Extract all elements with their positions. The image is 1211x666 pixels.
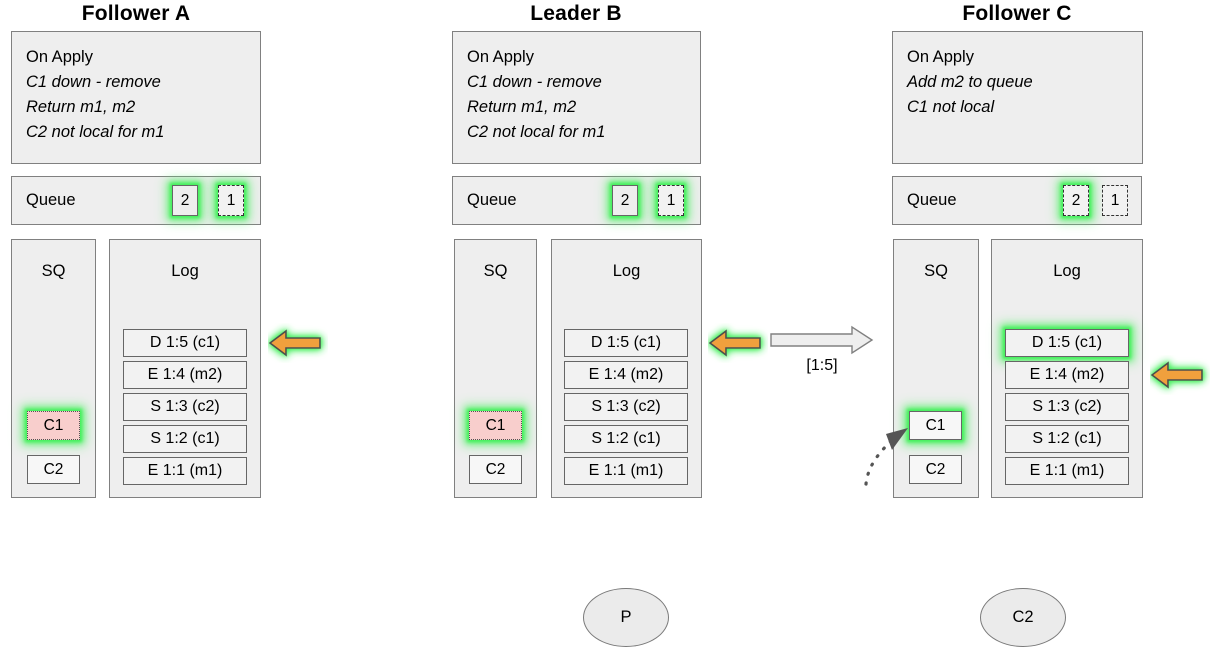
log-entry[interactable]: E 1:4 (m2) xyxy=(123,361,247,389)
queue-box-follower-c: Queue xyxy=(892,176,1142,225)
log-entry[interactable]: S 1:3 (c2) xyxy=(564,393,688,421)
sq-header: SQ xyxy=(483,262,508,280)
log-entry[interactable]: S 1:2 (c1) xyxy=(564,425,688,453)
queue-chip-2[interactable]: 2 xyxy=(172,185,198,216)
log-entry[interactable]: S 1:2 (c1) xyxy=(1005,425,1129,453)
sq-header: SQ xyxy=(924,262,948,280)
sq-item-c2[interactable]: C2 xyxy=(909,455,962,484)
sq-header: SQ xyxy=(41,262,66,280)
dotted-client-move-arrow xyxy=(852,406,914,493)
queue-chip-1[interactable]: 1 xyxy=(658,185,684,216)
apply-line-2: Return m1, m2 xyxy=(467,98,577,116)
commit-pointer-arrow-follower-c xyxy=(1150,355,1210,400)
log-entry[interactable]: S 1:3 (c2) xyxy=(123,393,247,421)
apply-line-1: C1 down - remove xyxy=(467,73,602,91)
log-entry[interactable]: E 1:4 (m2) xyxy=(1005,361,1129,389)
log-header: Log xyxy=(171,262,199,280)
client-node-c2[interactable]: C2 xyxy=(980,588,1066,647)
replication-transfer-arrow xyxy=(770,325,874,360)
commit-pointer-arrow-follower-a xyxy=(268,323,328,368)
apply-header: On Apply xyxy=(467,48,534,66)
sq-item-c1[interactable]: C1 xyxy=(469,411,522,440)
queue-chip-2[interactable]: 2 xyxy=(1063,185,1089,216)
sq-item-c1[interactable]: C1 xyxy=(27,411,80,440)
queue-chip-1[interactable]: 1 xyxy=(218,185,244,216)
sq-box-follower-c: SQ xyxy=(893,239,979,498)
apply-box-follower-c: On Apply Add m2 to queue C1 not local xyxy=(892,31,1143,164)
queue-label: Queue xyxy=(907,191,957,209)
apply-line-3: C2 not local for m1 xyxy=(26,123,165,141)
transfer-label: [1:5] xyxy=(806,357,838,374)
log-entry[interactable]: D 1:5 (c1) xyxy=(564,329,688,357)
sq-item-c2[interactable]: C2 xyxy=(27,455,80,484)
log-entry[interactable]: E 1:1 (m1) xyxy=(123,457,247,485)
apply-line-3: C2 not local for m1 xyxy=(467,123,606,141)
column-title-follower-c: Follower C xyxy=(962,2,1072,25)
column-title-follower-a: Follower A xyxy=(81,2,191,25)
sq-item-c1[interactable]: C1 xyxy=(909,411,962,440)
log-entry[interactable]: S 1:3 (c2) xyxy=(1005,393,1129,421)
queue-label: Queue xyxy=(467,191,517,209)
queue-chip-2[interactable]: 2 xyxy=(612,185,638,216)
log-entry[interactable]: D 1:5 (c1) xyxy=(123,329,247,357)
apply-box-leader-b: On Apply C1 down - remove Return m1, m2 … xyxy=(452,31,701,164)
apply-header: On Apply xyxy=(907,48,974,66)
commit-pointer-arrow-leader-b xyxy=(708,323,768,368)
sq-item-c2[interactable]: C2 xyxy=(469,455,522,484)
sq-box-follower-a: SQ xyxy=(11,239,96,498)
apply-line-2: Return m1, m2 xyxy=(26,98,136,116)
column-title-leader-b: Leader B xyxy=(530,2,622,25)
apply-line-1: Add m2 to queue xyxy=(907,73,1033,91)
log-entry[interactable]: E 1:4 (m2) xyxy=(564,361,688,389)
sq-box-leader-b: SQ xyxy=(454,239,537,498)
apply-line-1: C1 down - remove xyxy=(26,73,161,91)
queue-label: Queue xyxy=(26,191,76,209)
log-header: Log xyxy=(1053,262,1081,280)
client-node-p[interactable]: P xyxy=(583,588,669,647)
queue-chip-1[interactable]: 1 xyxy=(1102,185,1128,216)
apply-header: On Apply xyxy=(26,48,93,66)
apply-line-2: C1 not local xyxy=(907,98,995,116)
log-entry[interactable]: E 1:1 (m1) xyxy=(1005,457,1129,485)
log-entry[interactable]: D 1:5 (c1) xyxy=(1005,329,1129,357)
log-entry[interactable]: S 1:2 (c1) xyxy=(123,425,247,453)
log-entry[interactable]: E 1:1 (m1) xyxy=(564,457,688,485)
apply-box-follower-a: On Apply C1 down - remove Return m1, m2 … xyxy=(11,31,261,164)
log-header: Log xyxy=(612,262,641,280)
